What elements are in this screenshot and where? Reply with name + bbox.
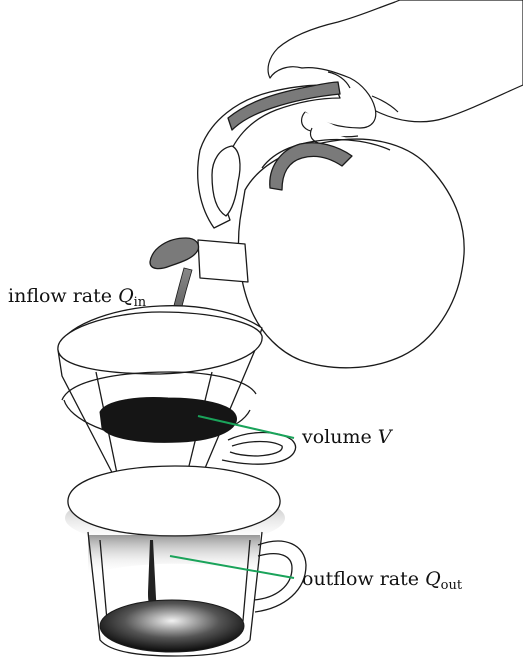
- inflow-rate-label: inflow rate Qin: [8, 287, 146, 309]
- dripper-handle: [222, 433, 296, 465]
- coffee-in-cup: [100, 600, 244, 652]
- outflow-subscript: out: [441, 578, 462, 593]
- inflow-subscript: in: [134, 295, 147, 310]
- hand: [268, 0, 523, 145]
- volume-symbol: V: [378, 426, 392, 448]
- volume-label: volume V: [302, 428, 392, 447]
- spout-tip: [150, 238, 199, 269]
- volume-text: volume: [302, 426, 378, 448]
- outflow-text: outflow rate: [302, 568, 425, 590]
- inflow-symbol: Q: [118, 285, 134, 307]
- kettle-neck: [198, 240, 248, 282]
- inflow-text: inflow rate: [8, 285, 118, 307]
- outflow-rate-label: outflow rate Qout: [302, 570, 462, 592]
- outflow-symbol: Q: [425, 568, 441, 590]
